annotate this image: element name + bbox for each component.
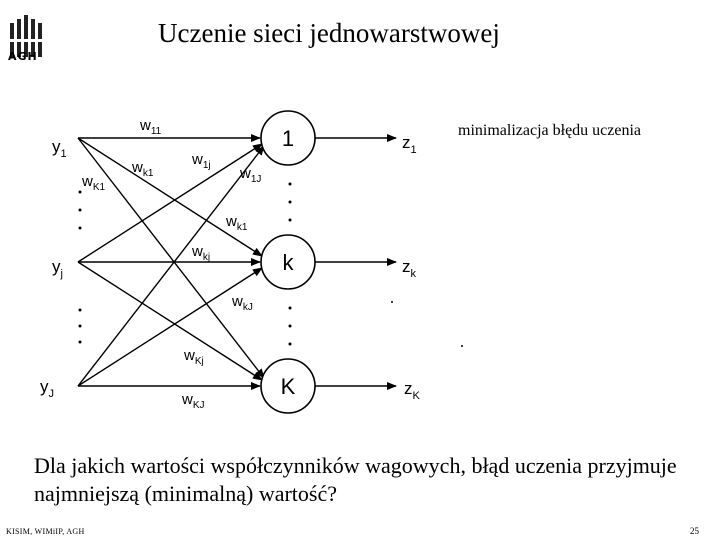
neuron-label-K: K (281, 374, 296, 399)
edge-yj-nK (77, 261, 263, 381)
page-number: 25 (690, 526, 699, 536)
edge-yj-n1 (77, 143, 263, 263)
weight-label-w1j: w1j (191, 151, 211, 171)
neuron-K (260, 358, 316, 414)
neuron-label-k: k (283, 250, 295, 275)
weight-label-wKj: wKj (183, 347, 204, 367)
agh-logo-icon (10, 15, 42, 57)
edge-yJ-n1 (77, 145, 265, 387)
edge-yJ-nk (77, 267, 263, 387)
caption-text: minimalizacja błędu uczenia (458, 122, 642, 139)
footer-text: KISIM, WIMiIP, AGH (6, 527, 85, 536)
neuron-k (260, 234, 316, 290)
output-label-zk: zk (402, 257, 417, 280)
weight-label-wk1-top: wk1 (131, 159, 154, 179)
edge-y1-nk (77, 137, 263, 257)
edge-y1-nK (77, 137, 265, 379)
weight-label-w11: w11 (139, 117, 162, 137)
weight-label-wk1-mid: wk1 (225, 213, 248, 233)
weight-label-w1J: w1J (239, 165, 261, 185)
output-label-zK: zK (404, 379, 421, 402)
neuron-1 (260, 110, 316, 166)
weight-label-wKJ: wKJ (181, 391, 205, 411)
input-label-yJ: yJ (40, 377, 54, 400)
logo-text: AGH (8, 50, 38, 63)
input-label-yj: yj (52, 257, 63, 280)
weight-label-wkj: wkj (191, 243, 210, 263)
output-label-z1: z1 (402, 133, 417, 156)
slide-title: Uczenie sieci jednowarstwowej (158, 18, 500, 48)
question-text: Dla jakich wartości współczynników wagow… (34, 453, 677, 506)
neuron-label-1: 1 (282, 126, 294, 151)
input-label-y1: y1 (52, 137, 67, 160)
weight-label-wkJ: wkJ (231, 293, 253, 313)
weight-label-wK1: wK1 (81, 173, 106, 193)
